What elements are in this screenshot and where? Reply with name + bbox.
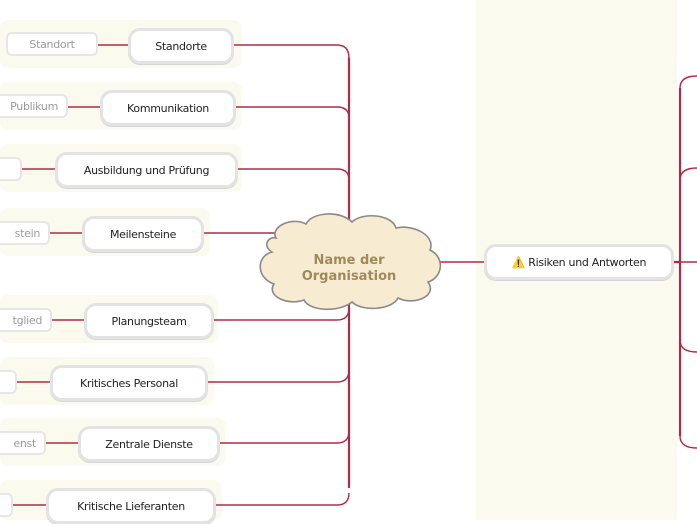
connector-zentrale-dienste [220,430,350,444]
central-topic-line2: Organisation [301,269,397,284]
leaf-publikum[interactable]: Publikum [0,94,68,118]
leaf-lieferant[interactable] [0,493,13,517]
connector-kommunikation [236,106,350,119]
connector-right-branch-5 [679,435,697,449]
central-cloud-shape [259,213,442,311]
leaf-meilenstein[interactable]: stein [0,221,50,245]
central-topic-line1: Name der [313,253,385,268]
warning-icon: ⚠️ [511,255,526,269]
branch-ausbildung-und-pruefung[interactable]: Ausbildung und Prüfung [55,152,238,188]
connector-standorte [234,44,350,59]
leaf-dienst[interactable]: enst [0,431,46,455]
branch-meilensteine[interactable]: Meilensteine [82,216,204,252]
leaf-teammitglied[interactable]: tglied [0,308,52,332]
topic-risiken-und-antworten[interactable]: ⚠️ Risiken und Antworten [484,244,674,280]
branch-label: Kritisches Personal [80,376,178,390]
branch-kritisches-personal[interactable]: Kritisches Personal [50,365,208,401]
branch-kommunikation[interactable]: Kommunikation [100,90,236,126]
branch-label: Standorte [155,39,207,53]
branch-label: Meilensteine [109,227,177,241]
branch-planungsteam[interactable]: Planungsteam [84,303,214,339]
branch-label: Zentrale Dienste [105,437,193,451]
connector-right-branch-1 [679,75,697,89]
leaf-kritisches-personal[interactable] [0,370,17,394]
leaf-label: tglied [12,313,43,327]
branch-label: Kommunikation [127,101,209,115]
connector-kritisches-personal [208,369,350,383]
branch-kritische-lieferanten[interactable]: Kritische Lieferanten [46,488,216,524]
leaf-label: stein [14,226,41,240]
leaf-ausbildung[interactable] [0,157,22,181]
leaf-standort[interactable]: Standort [6,32,98,56]
branch-label: Kritische Lieferanten [77,499,185,513]
connector-right-branch-4 [679,339,697,353]
leaf-label: enst [13,436,36,450]
connector-planungsteam [214,307,350,321]
branch-zentrale-dienste[interactable]: Zentrale Dienste [78,426,220,462]
topic-label: Risiken und Antworten [528,255,647,269]
connector-right-branch-2 [679,167,697,181]
leaf-label: Standort [29,37,75,51]
connector-kritische-lieferanten [216,492,350,506]
connector-ausbildung [238,168,350,181]
central-topic[interactable]: Name der Organisation [256,228,442,310]
branch-label: Planungsteam [111,314,187,328]
branch-label: Ausbildung und Prüfung [83,163,210,177]
branch-standorte[interactable]: Standorte [128,28,234,64]
leaf-label: Publikum [10,99,58,113]
